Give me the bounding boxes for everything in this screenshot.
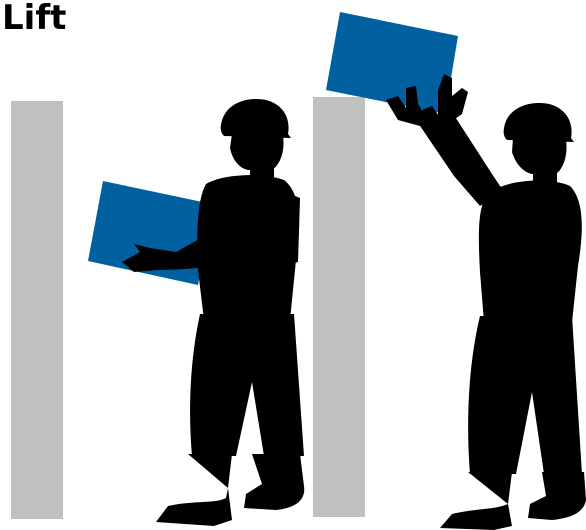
right-post <box>313 97 365 517</box>
left-post <box>11 101 63 519</box>
worker-carrying-silhouette <box>122 99 304 526</box>
worker-lifting-silhouette <box>386 74 586 530</box>
